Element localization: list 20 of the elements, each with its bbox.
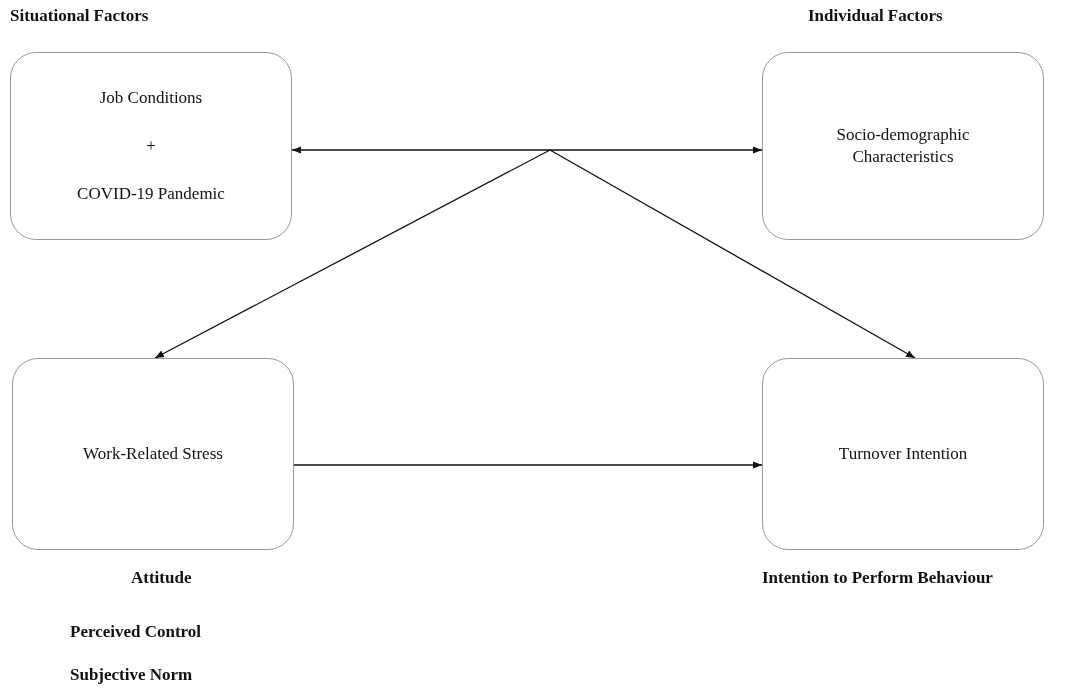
rounded-box <box>762 52 1044 240</box>
node-label: Socio-demographic Characteristics <box>835 123 971 168</box>
arrow <box>549 149 916 359</box>
factor-heading: Individual Factors <box>808 6 943 26</box>
node-label: + <box>146 134 156 157</box>
node-label: COVID-19 Pandemic <box>77 183 225 206</box>
rounded-box <box>12 358 294 550</box>
node-label: Work-Related Stress <box>83 442 223 465</box>
factor-heading: Perceived Control <box>70 622 202 642</box>
arrow <box>154 149 551 359</box>
rounded-box <box>10 52 292 240</box>
factor-heading: Attitude <box>131 568 192 588</box>
factor-heading: Intention to Perform Behaviour <box>762 568 993 588</box>
arrow <box>291 146 763 154</box>
rounded-box <box>762 358 1044 550</box>
arrow <box>293 461 763 469</box>
factor-heading: Situational Factors <box>10 6 149 26</box>
node-label: Job Conditions <box>99 86 203 109</box>
node-label: Turnover Intention <box>838 442 968 465</box>
factor-heading: Subjective Norm <box>70 665 193 685</box>
